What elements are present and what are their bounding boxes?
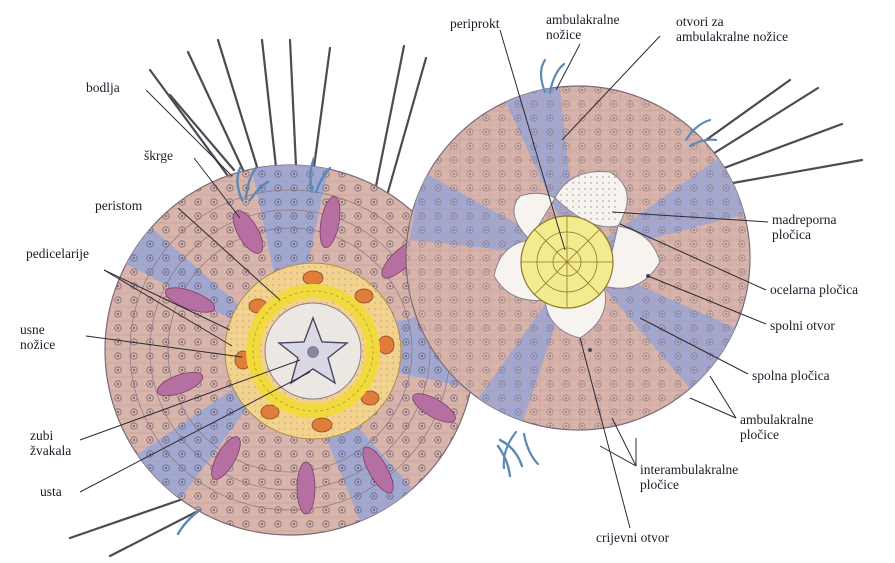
aboral-view-urchin <box>400 60 862 468</box>
label-interambulakralne-line1: interambulakralne <box>640 462 738 477</box>
label-ocelarna-plocica: ocelarna pločica <box>770 282 858 297</box>
label-ambulakralne-plocice: ambulakralne pločice <box>740 412 813 442</box>
madreporite-dots <box>560 175 620 220</box>
label-zubi-zvakala: zubi žvakala <box>30 428 71 458</box>
label-otvori-line1: otvori za <box>676 14 788 29</box>
label-spolni-otvor: spolni otvor <box>770 318 835 333</box>
label-skrge: škrge <box>144 148 173 163</box>
label-madreporna-plocica: madreporna pločica <box>772 212 836 242</box>
label-pedicelarije: pedicelarije <box>26 246 89 261</box>
label-periprokt: periprokt <box>450 16 500 31</box>
label-interambulakralne-plocice: interambulakralne pločice <box>640 462 738 492</box>
label-usne-nozice-line2: nožice <box>20 337 55 352</box>
label-usta: usta <box>40 484 62 499</box>
label-spolna-plocica: spolna pločica <box>752 368 830 383</box>
label-ambulakralne-nozice-line1: ambulakralne <box>546 12 619 27</box>
label-usne-nozice: usne nožice <box>20 322 55 352</box>
label-interambulakralne-line2: pločice <box>640 477 738 492</box>
label-ambulakralne-nozice-line2: nožice <box>546 27 619 42</box>
label-crijevni-otvor: crijevni otvor <box>596 530 669 545</box>
label-ambulakralne-plocice-line1: ambulakralne <box>740 412 813 427</box>
label-ambulakralne-plocice-line2: pločice <box>740 427 813 442</box>
label-otvori-line2: ambulakralne nožice <box>676 29 788 44</box>
label-madreporna-line1: madreporna <box>772 212 836 227</box>
label-zubi-zvakala-line2: žvakala <box>30 443 71 458</box>
label-ambulakralne-nozice: ambulakralne nožice <box>546 12 619 42</box>
label-usne-nozice-line1: usne <box>20 322 55 337</box>
label-zubi-zvakala-line1: zubi <box>30 428 71 443</box>
label-bodlja: bodlja <box>86 80 120 95</box>
label-otvori: otvori za ambulakralne nožice <box>676 14 788 44</box>
label-madreporna-line2: pločica <box>772 227 836 242</box>
label-peristom: peristom <box>95 198 142 213</box>
